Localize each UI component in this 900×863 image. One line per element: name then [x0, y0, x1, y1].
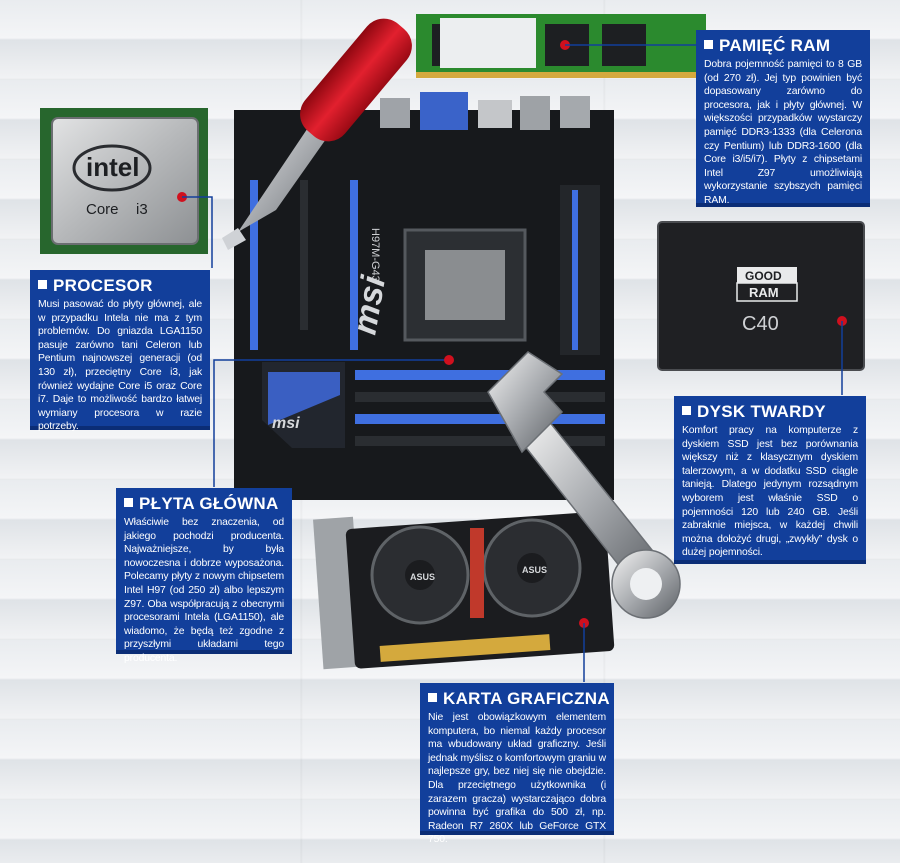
cpu-model-suffix-mark: i3	[136, 201, 148, 218]
ssd-model-mark: C40	[742, 313, 779, 335]
graphics-card: ASUS ASUS	[313, 511, 615, 670]
gpu-brand-mark-2: ASUS	[522, 565, 547, 575]
ssd-brand-bottom-mark: RAM	[749, 285, 779, 300]
ram-description: Dobra pojemność pamięci to 8 GB (od 270 …	[704, 59, 862, 206]
mobo-description: Właściwie bez znaczenia, od jakiego poch…	[124, 517, 284, 664]
bullet-square-icon	[704, 40, 713, 49]
ssd-brand-top-mark: GOOD	[745, 269, 782, 283]
ram-title: PAMIĘĆ RAM	[719, 36, 831, 55]
cpu-brand-mark: intel	[86, 152, 139, 182]
ram-label-box: PAMIĘĆ RAM Dobra pojemność pamięci to 8 …	[696, 30, 870, 207]
cpu-label-box: PROCESOR Musi pasować do płyty głównej, …	[30, 270, 210, 432]
ssd-description: Komfort pracy na komputerze z dyskiem SS…	[682, 425, 858, 559]
ram-module	[416, 14, 706, 78]
gpu-brand-mark: ASUS	[410, 572, 435, 582]
mobo-model-mark: H97M-G43	[369, 228, 381, 282]
mobo-pointer-dot	[444, 355, 454, 365]
gpu-label-box: KARTA GRAFICZNA Nie jest obowiązkowym el…	[420, 683, 614, 845]
ssd-drive: GOOD RAM C40	[657, 221, 865, 371]
mobo-label-box: PŁYTA GŁÓWNA Właściwie bez znaczenia, od…	[116, 488, 292, 664]
bullet-square-icon	[38, 280, 47, 289]
cpu-model-mark: Core	[86, 201, 119, 218]
leader-lines	[182, 44, 843, 682]
cpu-title: PROCESOR	[53, 276, 153, 295]
screwdriver	[222, 18, 412, 250]
gpu-title: KARTA GRAFICZNA	[443, 689, 610, 708]
gpu-description: Nie jest obowiązkowym elementem komputer…	[428, 712, 606, 846]
wrench	[487, 351, 681, 619]
bullet-square-icon	[428, 693, 437, 702]
cpu-description: Musi pasować do płyty głównej, ale w prz…	[38, 299, 202, 433]
cpu-chip: intel Core i3	[40, 108, 208, 254]
ssd-label-box: DYSK TWARDY Komfort pracy na komputerze …	[674, 396, 866, 564]
mobo-heatsink-mark: msi	[272, 415, 300, 432]
bullet-square-icon	[124, 498, 133, 507]
ssd-title: DYSK TWARDY	[697, 402, 826, 421]
bullet-square-icon	[682, 406, 691, 415]
mobo-title: PŁYTA GŁÓWNA	[139, 494, 279, 513]
